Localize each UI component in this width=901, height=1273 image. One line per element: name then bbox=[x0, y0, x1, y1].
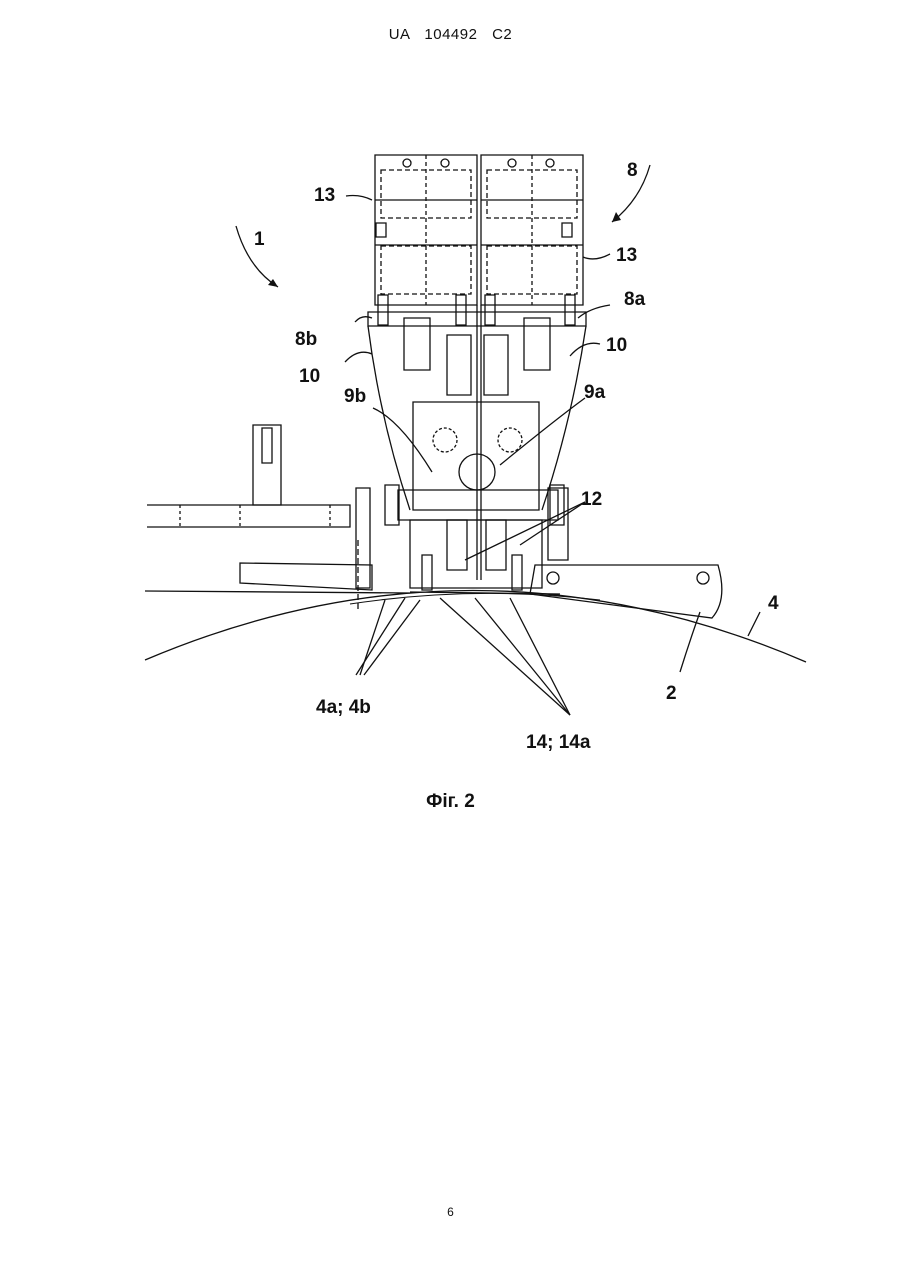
label-9a: 9a bbox=[584, 382, 606, 403]
label-14-14a: 14; 14a bbox=[526, 732, 591, 753]
label-1: 1 bbox=[254, 229, 265, 250]
label-12: 12 bbox=[581, 489, 602, 510]
label-10-left: 10 bbox=[299, 366, 320, 387]
label-13-left: 13 bbox=[314, 185, 335, 206]
central-block bbox=[413, 402, 539, 510]
label-10-right: 10 bbox=[606, 335, 627, 356]
page-number: 6 bbox=[0, 1205, 901, 1219]
left-arm bbox=[147, 505, 350, 527]
housing-right bbox=[481, 155, 583, 325]
label-8b: 8b bbox=[295, 329, 317, 350]
left-post bbox=[253, 425, 281, 505]
left-lower-arm bbox=[240, 563, 372, 590]
housing-left bbox=[375, 155, 477, 325]
right-arm bbox=[530, 565, 722, 618]
label-4: 4 bbox=[768, 593, 779, 614]
label-2: 2 bbox=[666, 683, 677, 704]
guide-right bbox=[542, 326, 586, 510]
label-9b: 9b bbox=[344, 386, 366, 407]
label-13-right: 13 bbox=[616, 245, 637, 266]
label-4a-4b: 4a; 4b bbox=[316, 697, 371, 718]
figure-caption: Фіг. 2 bbox=[0, 791, 901, 813]
pipe-surface-curve bbox=[145, 590, 806, 662]
label-8a: 8a bbox=[624, 289, 646, 310]
label-8: 8 bbox=[627, 160, 638, 181]
